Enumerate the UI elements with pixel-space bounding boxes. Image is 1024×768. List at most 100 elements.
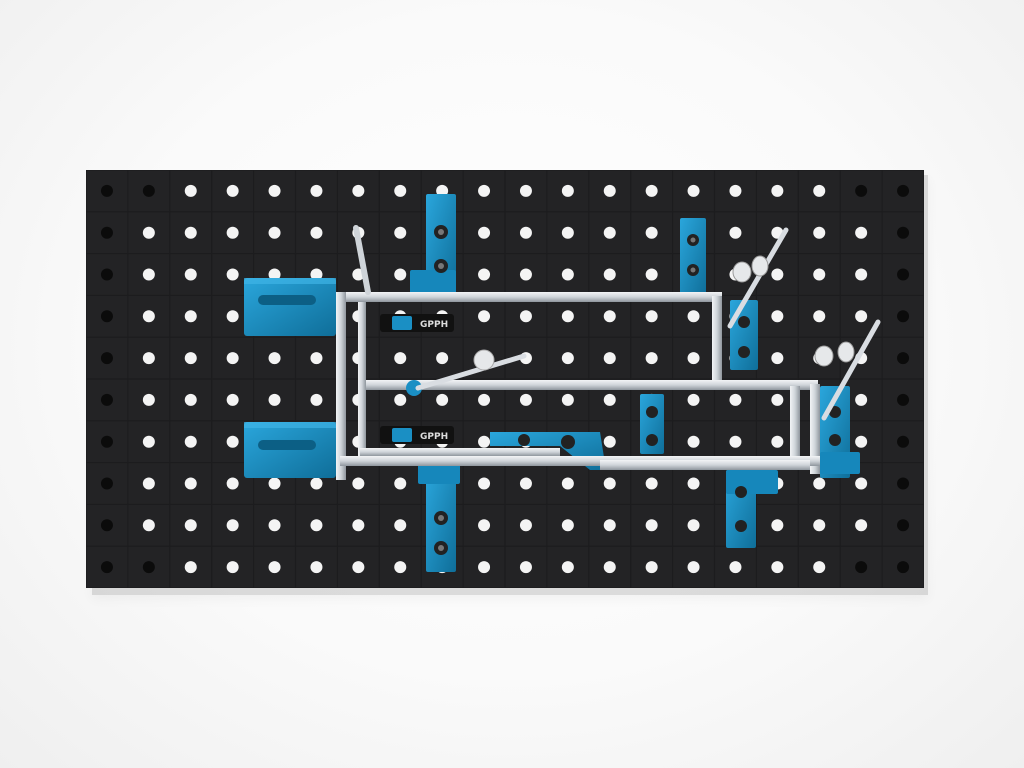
table-hole <box>603 352 616 365</box>
table-hole <box>100 184 113 197</box>
table-hole <box>897 519 910 532</box>
table-hole <box>603 477 616 490</box>
table-hole <box>561 268 574 281</box>
table-hole <box>519 184 532 197</box>
table-hole <box>645 268 658 281</box>
table-hole <box>352 519 365 532</box>
table-hole <box>142 268 155 281</box>
table-hole <box>394 184 407 197</box>
table-hole <box>561 352 574 365</box>
table-hole <box>897 393 910 406</box>
table-hole <box>268 519 281 532</box>
table-hole <box>100 435 113 448</box>
steel-frame <box>336 292 820 480</box>
table-hole <box>687 352 700 365</box>
table-hole <box>771 310 784 323</box>
table-hole <box>855 226 868 239</box>
table-hole <box>813 268 826 281</box>
clamp-brand-label: GPPH <box>420 320 448 330</box>
table-hole <box>100 352 113 365</box>
table-hole <box>687 184 700 197</box>
table-hole <box>100 477 113 490</box>
table-hole <box>645 352 658 365</box>
table-hole <box>855 393 868 406</box>
table-hole <box>226 352 239 365</box>
table-hole <box>645 519 658 532</box>
table-hole <box>184 352 197 365</box>
table-hole <box>897 561 910 574</box>
table-hole <box>855 310 868 323</box>
table-hole <box>478 561 491 574</box>
table-hole <box>561 226 574 239</box>
table-hole <box>184 477 197 490</box>
table-hole <box>310 352 323 365</box>
table-hole <box>813 477 826 490</box>
table-hole <box>394 561 407 574</box>
bracket-bottom-right <box>726 470 778 548</box>
table-hole <box>687 310 700 323</box>
table-hole <box>478 393 491 406</box>
bracket-right-mid <box>730 300 758 370</box>
table-hole <box>352 184 365 197</box>
table-hole <box>184 268 197 281</box>
table-hole <box>897 477 910 490</box>
table-hole <box>436 184 449 197</box>
toggle-clamp-bottom: GPPH <box>380 426 454 444</box>
table-hole <box>478 184 491 197</box>
table-hole <box>813 561 826 574</box>
table-hole <box>142 310 155 323</box>
table-hole <box>142 561 155 574</box>
table-hole <box>897 184 910 197</box>
table-hole <box>226 268 239 281</box>
table-hole <box>603 226 616 239</box>
table-hole <box>519 393 532 406</box>
table-hole <box>268 184 281 197</box>
table-hole <box>184 393 197 406</box>
table-hole <box>478 477 491 490</box>
table-hole <box>519 477 532 490</box>
table-hole <box>100 268 113 281</box>
table-hole <box>813 184 826 197</box>
table-hole <box>394 226 407 239</box>
table-hole <box>729 561 742 574</box>
table-hole <box>184 435 197 448</box>
table-hole <box>561 184 574 197</box>
table-hole <box>394 268 407 281</box>
table-hole <box>519 226 532 239</box>
table-hole <box>226 310 239 323</box>
bracket-top-mid <box>410 194 456 296</box>
table-hole <box>478 435 491 448</box>
table-hole <box>436 352 449 365</box>
table-hole <box>561 310 574 323</box>
table-hole <box>855 477 868 490</box>
table-hole <box>352 477 365 490</box>
table-hole <box>855 561 868 574</box>
table-hole <box>142 184 155 197</box>
table-hole <box>729 226 742 239</box>
table-hole <box>394 477 407 490</box>
clamp-brand-label: GPPH <box>420 432 448 442</box>
table-hole <box>813 519 826 532</box>
table-hole <box>142 519 155 532</box>
table-hole <box>226 226 239 239</box>
table-hole <box>394 393 407 406</box>
screw-clamp-center <box>406 349 527 396</box>
table-hole <box>771 519 784 532</box>
table-hole <box>687 393 700 406</box>
table-hole <box>184 561 197 574</box>
table-hole <box>771 352 784 365</box>
table-hole <box>226 561 239 574</box>
table-hole <box>771 393 784 406</box>
table-hole <box>813 310 826 323</box>
table-hole <box>645 226 658 239</box>
table-hole <box>519 268 532 281</box>
table-hole <box>645 310 658 323</box>
table-hole <box>394 519 407 532</box>
table-hole <box>268 268 281 281</box>
bracket-top-right <box>680 218 706 296</box>
table-hole <box>687 435 700 448</box>
bracket-center-small <box>640 394 664 454</box>
stop-block-top-left <box>244 278 336 336</box>
table-hole <box>268 352 281 365</box>
